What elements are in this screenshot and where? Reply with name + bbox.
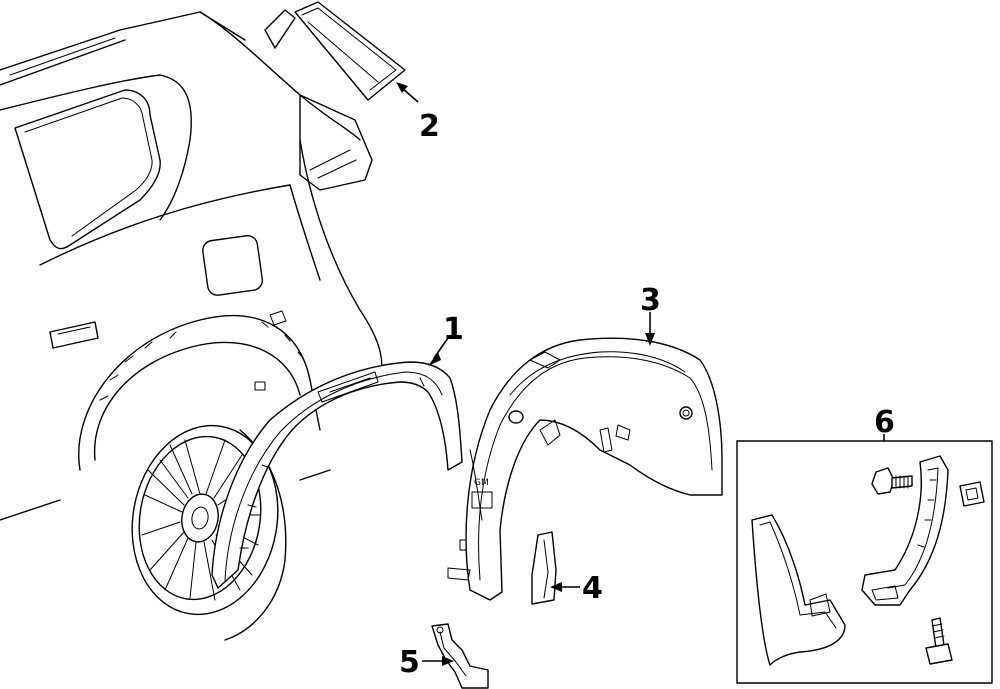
callout-1-arrowhead xyxy=(428,352,441,366)
kit-frame-box xyxy=(736,440,993,684)
part-wheelhouse-liner: GM xyxy=(447,337,723,601)
part-bracket xyxy=(431,623,489,689)
callout-labels: 1 2 3 4 5 6 xyxy=(399,109,895,680)
svg-text:GM: GM xyxy=(474,478,489,488)
callout-5: 5 xyxy=(399,645,420,680)
callout-3: 3 xyxy=(640,283,661,318)
part-mudflap-kit xyxy=(736,434,993,684)
part-wheel-flare xyxy=(211,361,463,589)
callout-6: 6 xyxy=(874,405,895,440)
part-splash-bracket xyxy=(531,531,557,605)
callout-5-arrowhead xyxy=(442,656,454,666)
callout-2: 2 xyxy=(419,109,440,144)
callout-4-arrowhead xyxy=(550,582,562,592)
vehicle-body xyxy=(0,9,383,521)
callout-4: 4 xyxy=(582,571,603,606)
callout-3-arrowhead xyxy=(645,333,655,346)
callout-2-arrowhead xyxy=(396,82,408,93)
part-spoiler xyxy=(294,1,406,101)
callout-leaders xyxy=(396,82,655,666)
callout-1: 1 xyxy=(443,312,464,347)
